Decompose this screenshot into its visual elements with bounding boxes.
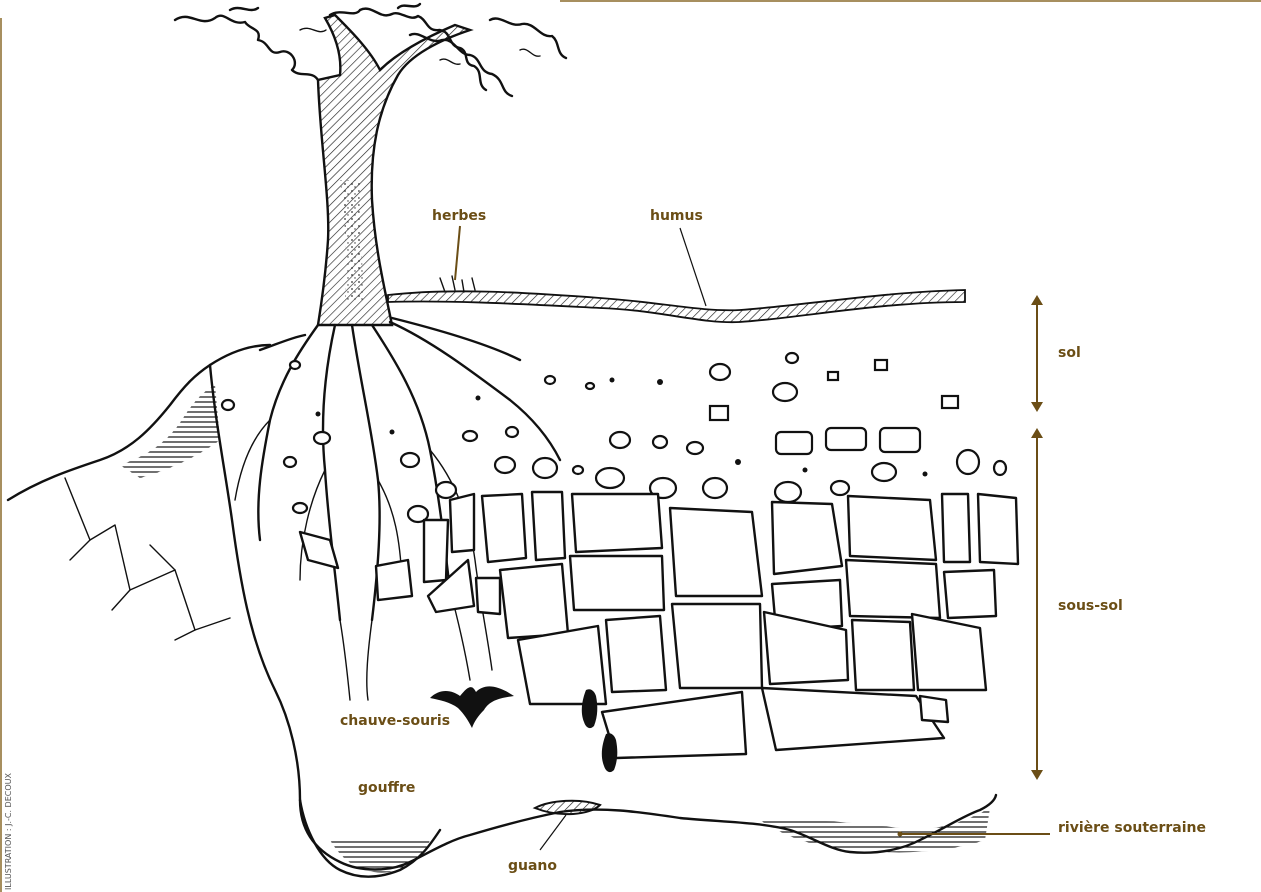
label-chauve-souris: chauve-souris <box>340 713 450 729</box>
label-herbes-text: herbes <box>432 208 486 224</box>
label-guano-text: guano <box>508 858 557 874</box>
cliff-outline <box>8 345 270 640</box>
sol-range-arrow <box>1031 295 1043 412</box>
illustration-credit: ILLUSTRATION : J.-C. DECOUX <box>4 772 13 890</box>
sous-sol-range-arrow <box>1031 428 1043 780</box>
label-herbes: herbes <box>432 208 486 280</box>
label-sous-sol: sous-sol <box>1058 598 1123 614</box>
label-riviere-text: rivière souterraine <box>1058 820 1206 836</box>
label-guano: guano <box>508 815 566 874</box>
label-humus: humus <box>650 208 706 306</box>
label-sol: sol <box>1058 345 1081 361</box>
label-gouffre: gouffre <box>358 780 415 796</box>
tree-trunk <box>318 15 470 325</box>
label-humus-text: humus <box>650 208 703 224</box>
